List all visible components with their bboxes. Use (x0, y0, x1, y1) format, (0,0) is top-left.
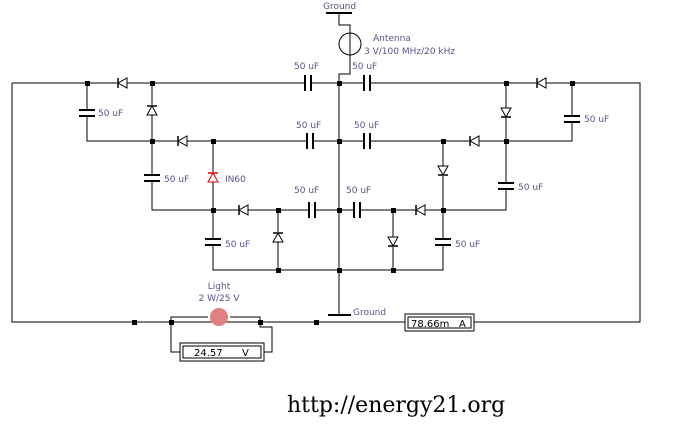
diode (146, 104, 158, 116)
diode (414, 204, 426, 216)
capacitor-label: 50 uF (352, 62, 377, 72)
wires (11, 13, 641, 353)
diode (237, 204, 249, 216)
ammeter: 78.66m A (404, 313, 475, 332)
capacitor-label: 50 uF (225, 240, 250, 250)
junction-node (337, 208, 342, 213)
voltmeter: 24.57 V (179, 342, 265, 362)
junction-node (441, 139, 446, 144)
junction-node (258, 320, 263, 325)
capacitor (353, 202, 361, 218)
junction-node (132, 320, 137, 325)
capacitor-label: 50 uF (294, 62, 319, 72)
capacitor-label: 50 uF (518, 183, 543, 193)
voltmeter-unit: V (242, 348, 249, 359)
capacitor-label: 50 uF (296, 121, 321, 131)
diode (468, 135, 480, 147)
capacitor (79, 109, 95, 117)
capacitor (205, 238, 221, 246)
junction-node (504, 139, 509, 144)
capacitor (498, 182, 514, 190)
footer-url[interactable]: http://energy21.org (287, 393, 505, 418)
junction-node (391, 208, 396, 213)
capacitor-label: 50 uF (98, 109, 123, 119)
capacitor (144, 174, 160, 182)
junction-node (150, 81, 155, 86)
capacitor-label: 50 uF (354, 121, 379, 131)
capacitor (308, 202, 316, 218)
junction-node (337, 139, 342, 144)
ammeter-reading: 78.66m (411, 319, 449, 330)
antenna-spec: 3 V/100 MHz/20 kHz (364, 47, 455, 57)
capacitor (435, 238, 451, 246)
ammeter-unit: A (459, 319, 466, 330)
antenna-label: Antenna (373, 34, 411, 44)
diode (272, 231, 284, 243)
capacitor (304, 75, 312, 91)
junction-node (276, 208, 281, 213)
capacitor-label: 50 uF (164, 175, 189, 185)
junction-node (391, 268, 396, 273)
capacitor (306, 133, 314, 149)
antenna-source (338, 32, 362, 56)
junction-node (337, 81, 342, 86)
voltmeter-reading: 24.57 (194, 348, 223, 359)
lamp-label: Light (208, 282, 231, 292)
diode (176, 135, 188, 147)
junction-node (85, 81, 90, 86)
junction-node (504, 81, 509, 86)
diode (437, 165, 449, 177)
junction-node (441, 208, 446, 213)
lamp-bulb (210, 308, 228, 326)
capacitor-label: 50 uF (346, 186, 371, 196)
capacitor (363, 133, 371, 149)
diode (387, 236, 399, 248)
ground-label: Ground (353, 308, 386, 318)
diode (500, 107, 512, 119)
capacitor (363, 75, 371, 91)
junction-node (211, 208, 216, 213)
junction-node (337, 268, 342, 273)
capacitor-label: 50 uF (294, 186, 319, 196)
junction-node (570, 81, 575, 86)
diode-label: IN60 (225, 175, 246, 185)
capacitor-label: 50 uF (584, 115, 609, 125)
lamp-spec: 2 W/25 V (199, 294, 241, 304)
diode (535, 77, 547, 89)
junction-node (150, 139, 155, 144)
capacitor-label: 50 uF (455, 240, 480, 250)
junction-node (211, 139, 216, 144)
diode (116, 77, 128, 89)
junction-node (276, 268, 281, 273)
junction-node (169, 320, 174, 325)
ground-label: Ground (323, 2, 356, 12)
junction-node (314, 320, 319, 325)
capacitor (564, 115, 580, 123)
diode (207, 171, 219, 183)
